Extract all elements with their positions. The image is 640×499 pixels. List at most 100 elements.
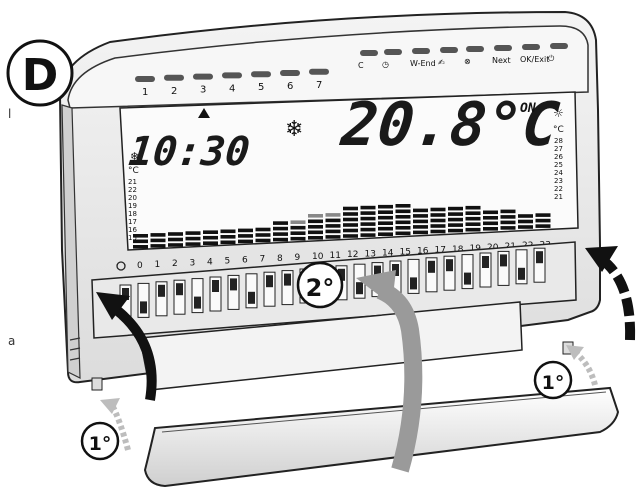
comfort-slider[interactable] [533, 247, 546, 283]
bar-segment [133, 234, 148, 238]
bar-segment [133, 245, 148, 249]
slider-knob[interactable] [284, 273, 291, 286]
slider-knob[interactable] [212, 280, 219, 292]
bar-segment [255, 233, 271, 237]
bar-segment [150, 238, 166, 243]
comfort-slider[interactable] [155, 281, 168, 317]
hour-label: 13 [365, 249, 376, 259]
slider-knob[interactable] [500, 254, 507, 267]
bar-segment [325, 218, 341, 223]
slider-knob[interactable] [410, 277, 417, 290]
hour-label: 9 [295, 253, 301, 263]
function-button-3[interactable] [440, 47, 458, 53]
hour-label: 15 [400, 248, 411, 258]
bar-segment [273, 221, 288, 225]
comfort-slider[interactable] [407, 258, 420, 294]
comfort-slider[interactable] [443, 255, 456, 291]
function-button-2[interactable] [412, 48, 430, 54]
bar-segment [325, 224, 341, 228]
program-button-4[interactable] [222, 72, 242, 79]
program-button-1[interactable] [135, 76, 155, 82]
comfort-slider[interactable] [209, 276, 222, 312]
comfort-slider[interactable] [461, 254, 474, 290]
bar-segment [448, 223, 463, 227]
panel-badge: D [6, 39, 74, 107]
hour-label: 19 [470, 244, 482, 254]
program-button-3[interactable] [193, 73, 213, 80]
slider-knob[interactable] [230, 278, 237, 291]
hour-label: 5 [225, 257, 231, 267]
bar-segment [378, 215, 393, 220]
thermostat-left-side [61, 104, 81, 379]
gray-arrow-main [356, 270, 423, 473]
sun-icon: ☼ [553, 106, 564, 120]
function-button-1[interactable] [384, 49, 402, 55]
comfort-slider[interactable] [515, 249, 528, 285]
comfort-slider[interactable] [245, 273, 258, 309]
bar-segment [343, 228, 358, 233]
function-button-5[interactable] [494, 45, 512, 51]
comfort-slider[interactable] [497, 250, 510, 286]
bar-segment [150, 233, 166, 237]
slider-knob[interactable] [122, 288, 129, 300]
slider-knob[interactable] [446, 259, 453, 272]
comfort-slider[interactable] [173, 279, 186, 315]
bar-segment [518, 225, 533, 229]
bar-segment [220, 229, 236, 234]
slider-knob[interactable] [518, 267, 525, 280]
bar-segment [308, 230, 323, 235]
slider-knob[interactable] [536, 251, 543, 264]
cover-edge [161, 391, 607, 433]
comfort-slider[interactable] [425, 257, 438, 293]
function-button-7[interactable] [550, 43, 568, 49]
bar-segment [430, 213, 446, 217]
bar-segment [535, 213, 551, 217]
comfort-slider[interactable] [479, 252, 492, 288]
comfort-slider[interactable] [281, 270, 294, 306]
slider-knob[interactable] [140, 301, 147, 314]
slider-knob[interactable] [194, 296, 201, 309]
program-button-5[interactable] [251, 71, 271, 78]
program-button-2[interactable] [164, 74, 184, 81]
program-button-6[interactable] [280, 70, 300, 76]
slider-knob[interactable] [158, 284, 165, 297]
comfort-slider[interactable] [191, 278, 204, 314]
bar-segment [448, 228, 463, 233]
slider-knob[interactable] [266, 275, 273, 288]
slider-knob[interactable] [464, 272, 471, 285]
bar-segment [413, 214, 428, 218]
lcd-state: ON [520, 101, 536, 116]
step-label-1-left: 1° [89, 433, 112, 455]
comfort-slider[interactable] [137, 282, 150, 318]
slider-knob[interactable] [338, 268, 345, 281]
slider-knob[interactable] [482, 256, 489, 268]
bar-segment [378, 221, 393, 225]
slider-knob[interactable] [248, 291, 255, 304]
slider-knob[interactable] [176, 283, 183, 296]
left-scale-tick: 15 [128, 234, 137, 242]
function-button-0[interactable] [360, 50, 378, 56]
hour-label: 6 [242, 256, 248, 266]
bar-segment [378, 232, 393, 236]
slider-knob[interactable] [392, 264, 399, 276]
left-scale-tick: 21 [128, 178, 137, 186]
program-button-label: 1 [142, 87, 148, 98]
slider-knob[interactable] [374, 265, 381, 278]
bar-segment [360, 205, 376, 210]
gray-arrow-right [566, 345, 598, 386]
program-button-7[interactable] [309, 68, 329, 75]
slider-knob[interactable] [428, 260, 435, 273]
bar-segment [483, 210, 498, 215]
comfort-slider[interactable] [263, 271, 276, 307]
slider-knob[interactable] [356, 282, 363, 295]
function-button-6[interactable] [522, 44, 540, 50]
comfort-slider[interactable] [227, 274, 240, 310]
right-scale-tick: 27 [554, 145, 563, 153]
left-scale-tick: 19 [128, 202, 137, 210]
left-clip [91, 377, 103, 391]
snowflake-icon: ❄ [285, 117, 303, 142]
function-button-4[interactable] [466, 46, 484, 52]
bar-segment [360, 211, 376, 215]
side-mark-top: l [8, 107, 11, 121]
